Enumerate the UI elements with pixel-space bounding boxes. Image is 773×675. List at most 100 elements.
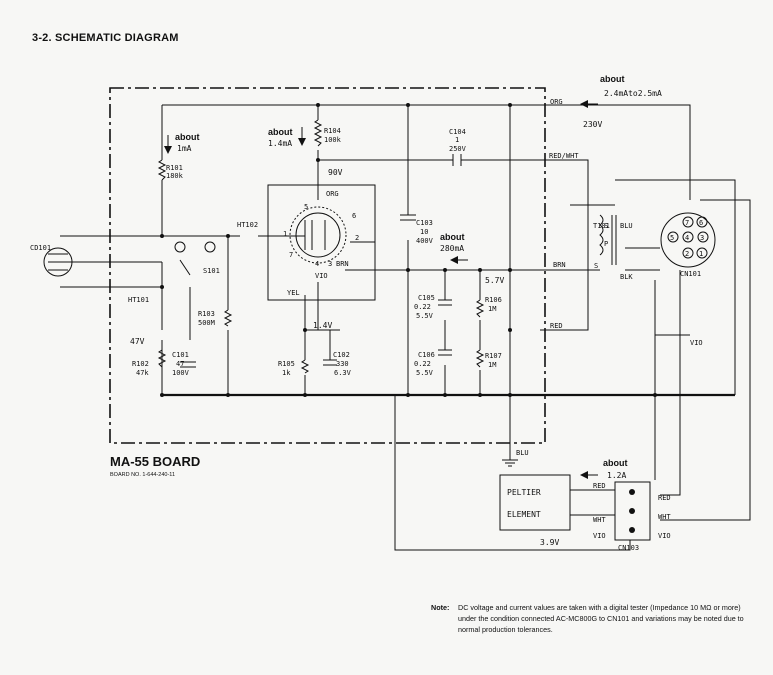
- tube-pin-1: 1: [283, 230, 287, 238]
- wire-org-tube: ORG: [326, 190, 339, 198]
- t101-ref: T101: [593, 222, 610, 230]
- voltage-39: 3.9V: [540, 538, 559, 547]
- cn101-pin-2: 2: [685, 250, 689, 258]
- s101-ref: S101: [203, 267, 220, 275]
- s101-contact-left: [174, 241, 186, 253]
- r105-ref: R105: [278, 360, 295, 368]
- voltage-230: 230V: [583, 120, 602, 129]
- t101-s-bottom: S: [594, 262, 598, 270]
- about-label-r101: about: [175, 132, 200, 142]
- note-label: Note:: [431, 603, 450, 612]
- tube-pin-5: 5: [304, 203, 308, 211]
- peltier-label-1: PELTIER: [507, 488, 541, 497]
- wire-red: RED: [550, 322, 563, 330]
- wire-blu-t101: BLU: [620, 222, 633, 230]
- wire-yel: YEL: [287, 289, 300, 297]
- cn101-pin-3: 3: [700, 234, 704, 242]
- t101-s-top: S: [604, 222, 608, 230]
- peltier-label-2: ELEMENT: [507, 510, 541, 519]
- r103-val: 500M: [198, 319, 215, 327]
- r105-val: 1k: [282, 369, 291, 377]
- note-block: Note: DC voltage and current values are …: [431, 602, 761, 634]
- c101-ref: C101: [172, 351, 189, 359]
- about-label-brn: about: [440, 232, 465, 242]
- wire-red-wht: RED/WHT: [549, 152, 579, 160]
- c102-val: 330: [336, 360, 349, 368]
- board-outline: [109, 87, 546, 444]
- capacitors: [180, 154, 462, 368]
- peltier-box: [499, 474, 571, 531]
- t101-transformer: [599, 214, 617, 265]
- c102-ref: C102: [333, 351, 350, 359]
- cn101-connector: [660, 212, 716, 268]
- r106-ref: R106: [485, 296, 502, 304]
- r107-ref: R107: [485, 352, 502, 360]
- c103-volt: 400V: [416, 237, 434, 245]
- c103-ref: C103: [416, 219, 433, 227]
- r102-val: 47k: [136, 369, 149, 377]
- r103-ref: R103: [198, 310, 215, 318]
- wire-vio-right-cn103: VIO: [658, 532, 671, 540]
- tube-pin-4: 4: [315, 260, 319, 268]
- wire-wht-right: WHT: [658, 513, 671, 521]
- r101-val: 180k: [166, 172, 184, 180]
- tube-pin-6: 6: [352, 212, 356, 220]
- voltage-90: 90V: [328, 168, 343, 177]
- ground-symbol: [502, 459, 518, 467]
- junction-dots: [160, 103, 657, 397]
- c104-val: 1: [455, 136, 459, 144]
- vacuum-tube: [289, 206, 347, 264]
- cn103-connector: [614, 481, 651, 541]
- r104-val: 100k: [324, 136, 342, 144]
- c103-val: 10: [420, 228, 428, 236]
- voltage-57: 5.7V: [485, 276, 504, 285]
- c101-volt: 100V: [172, 369, 190, 377]
- c105-volt: 5.5V: [416, 312, 434, 320]
- current-arrows: [164, 100, 598, 479]
- wire-blk: BLK: [620, 273, 633, 281]
- c106-ref: C106: [418, 351, 435, 359]
- current-peltier: 1.2A: [607, 471, 626, 480]
- current-brn: 280mA: [440, 244, 464, 253]
- tube-pin-2: 2: [355, 234, 359, 242]
- t101-p: P: [604, 240, 608, 248]
- cn101-pin-4: 4: [685, 234, 689, 242]
- about-label-peltier: about: [603, 458, 628, 468]
- c104-ref: C104: [449, 128, 466, 136]
- wire-vio-tube: VIO: [315, 272, 328, 280]
- cd101-ref: CD101: [30, 244, 51, 252]
- r107-val: 1M: [488, 361, 496, 369]
- cn101-pin-1: 1: [699, 250, 703, 258]
- s101-contact-right: [204, 241, 216, 253]
- c101-val: 47: [176, 360, 184, 368]
- wire-vio-left: VIO: [593, 532, 606, 540]
- wire-wht-left: WHT: [593, 516, 606, 524]
- note-text: DC voltage and current values are taken …: [458, 603, 744, 634]
- r106-val: 1M: [488, 305, 496, 313]
- wire-vio-right: VIO: [690, 339, 703, 347]
- about-label-r104: about: [268, 127, 293, 137]
- c106-val: 0.22: [414, 360, 431, 368]
- wire-red-left: RED: [593, 482, 606, 490]
- wiring: [60, 104, 751, 551]
- schematic-diagram: about 2.4mAto2.5mA 230V about 1.4mA 90V …: [30, 74, 751, 552]
- wire-blu: BLU: [516, 449, 529, 457]
- about-label-top: about: [600, 74, 625, 84]
- current-r104: 1.4mA: [268, 139, 292, 148]
- c105-val: 0.22: [414, 303, 431, 311]
- cn101-pin-5: 5: [670, 234, 674, 242]
- current-r101: 1mA: [177, 144, 192, 153]
- cn101-pin-7: 7: [685, 219, 689, 227]
- section-title: 3-2. SCHEMATIC DIAGRAM: [32, 32, 179, 44]
- ht101-ref: HT101: [128, 296, 149, 304]
- c104-volt: 250V: [449, 145, 467, 153]
- current-top: 2.4mAto2.5mA: [604, 89, 662, 98]
- ht102-ref: HT102: [237, 221, 258, 229]
- wire-red-right: RED: [658, 494, 671, 502]
- cd101-element: [43, 247, 73, 277]
- c105-ref: C105: [418, 294, 435, 302]
- wire-brn: BRN: [553, 261, 566, 269]
- voltage-14: 1.4V: [313, 321, 332, 330]
- tube-pin-3: 3: [328, 260, 332, 268]
